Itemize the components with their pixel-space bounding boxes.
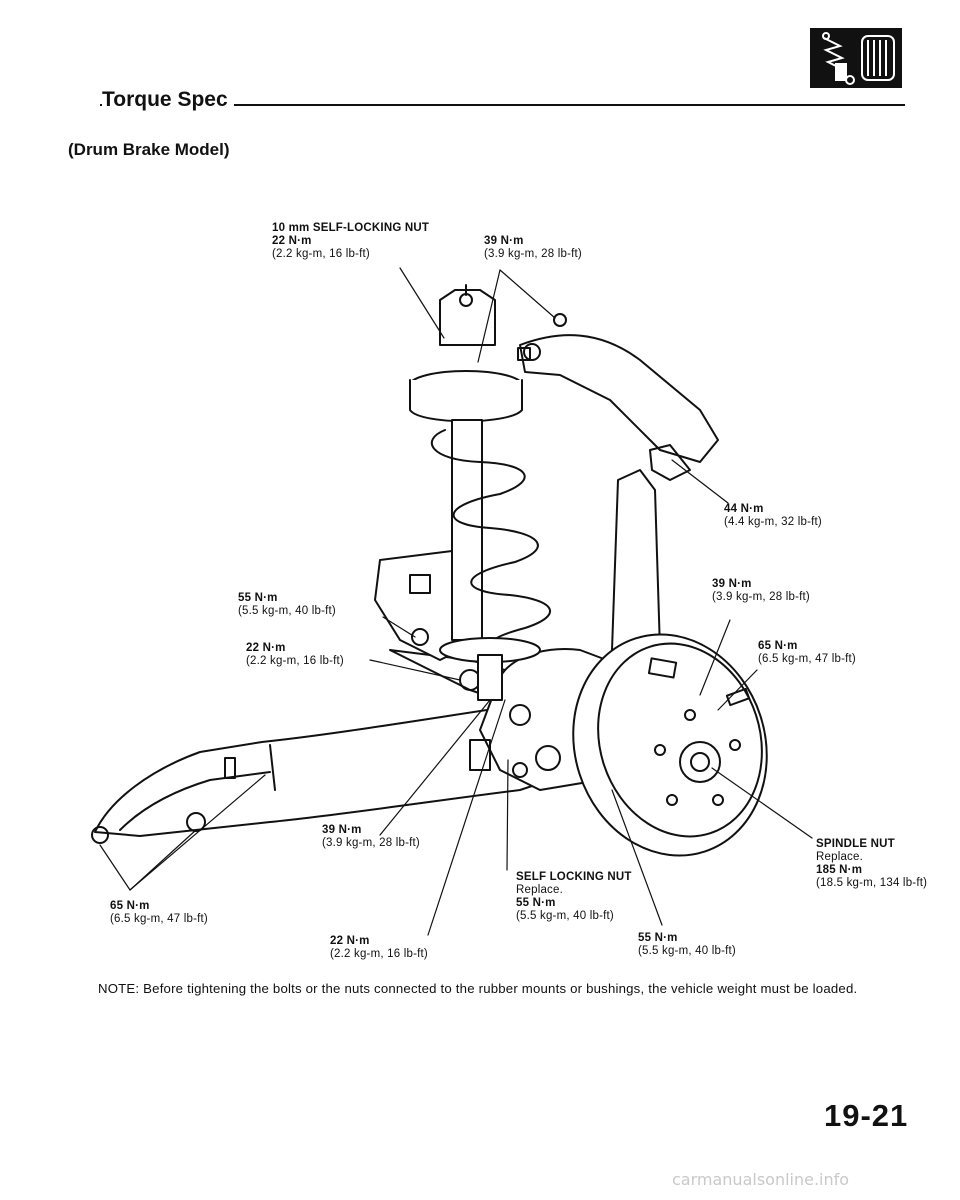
leader-lines [99,267,813,936]
callout-lower-39nm: 39 N·m (3.9 kg-m, 28 lb-ft) [322,824,420,849]
page-subtitle: (Drum Brake Model) [68,140,230,159]
title-rule [100,104,905,106]
callout-self-locking-nut: SELF LOCKING NUT Replace. 55 N·m (5.5 kg… [516,871,632,922]
shock-absorber-icon [810,28,902,88]
callout-left-22nm: 22 N·m (2.2 kg-m, 16 lb-ft) [246,642,344,667]
page-number: 19-21 [824,1098,909,1133]
callout-right-65nm: 65 N·m (6.5 kg-m, 47 lb-ft) [758,640,856,665]
callout-spindle-nut: SPINDLE NUT Replace. 185 N·m (18.5 kg-m,… [816,838,928,889]
note-text: NOTE: Before tightening the bolts or the… [98,981,858,996]
callout-upper-arm-44nm: 44 N·m (4.4 kg-m, 32 lb-ft) [724,503,822,528]
callout-bottom-22nm: 22 N·m (2.2 kg-m, 16 lb-ft) [330,935,428,960]
callout-bottom-55nm: 55 N·m (5.5 kg-m, 40 lb-ft) [638,932,736,957]
callout-left-55nm: 55 N·m (5.5 kg-m, 40 lb-ft) [238,592,336,617]
page-title: Torque Spec [102,88,234,112]
knuckle-upper-arm [611,469,661,661]
callout-right-39nm: 39 N·m (3.9 kg-m, 28 lb-ft) [712,578,810,603]
upper-arm [517,313,719,481]
callout-top-self-locking-nut: 10 mm SELF-LOCKING NUT 22 N·m (2.2 kg-m,… [272,222,430,260]
watermark: carmanualsonline.info [672,1170,850,1189]
callout-top-39nm: 39 N·m (3.9 kg-m, 28 lb-ft) [484,235,582,260]
brake-drum [572,633,768,857]
shock-spring-assembly [409,284,551,701]
callout-trailing-arm-65nm: 65 N·m (6.5 kg-m, 47 lb-ft) [110,900,208,925]
